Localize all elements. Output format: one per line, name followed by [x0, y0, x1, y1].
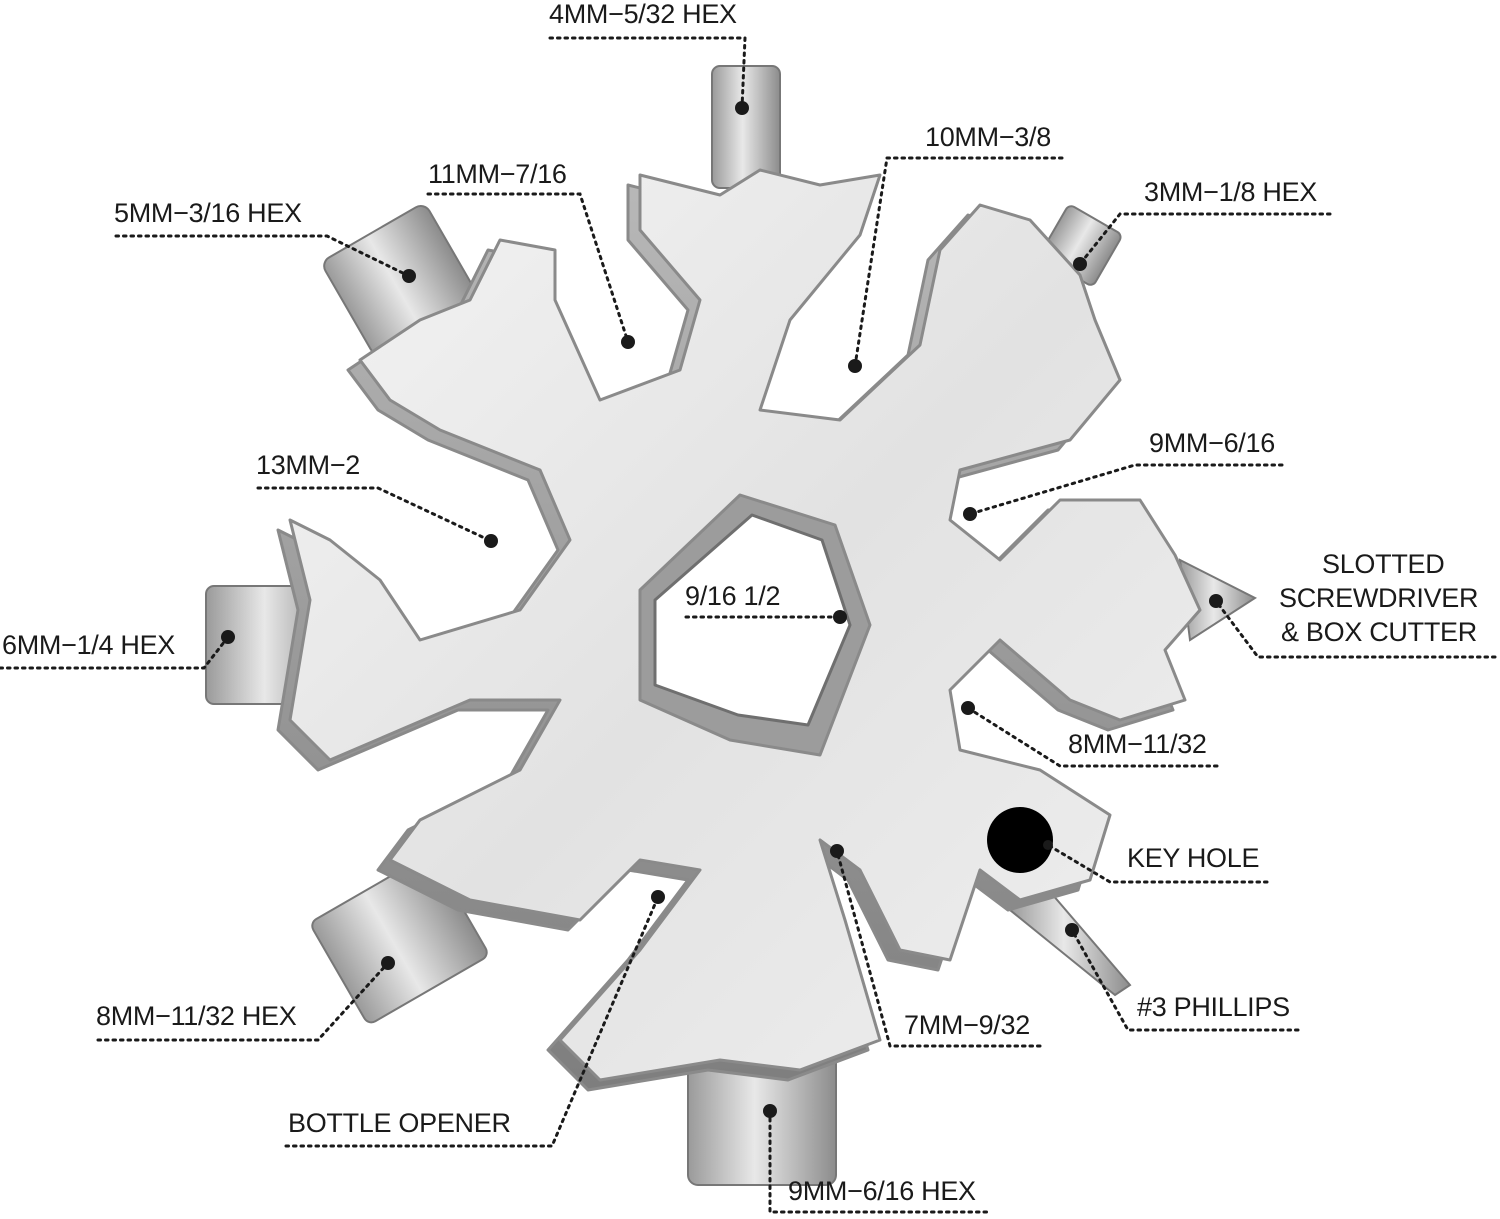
leader-8mm — [966, 706, 1219, 768]
leader-10mm — [853, 156, 1064, 368]
label-3mm-hex: 3MM−1/8 HEX — [1144, 177, 1317, 207]
dot-5mm-hex — [402, 269, 416, 283]
dot-4mm-hex — [735, 101, 749, 115]
leader-8mm-hex — [96, 961, 390, 1042]
dot-6mm-hex — [221, 630, 235, 644]
label-slotted-line1: SLOTTED — [1322, 549, 1444, 579]
label-8mm: 8MM−11/32 — [1068, 729, 1207, 759]
dot-10mm — [848, 359, 862, 373]
label-4mm-hex: 4MM−5/32 HEX — [549, 0, 737, 29]
dot-3mm-hex — [1073, 257, 1087, 271]
label-8mm-hex: 8MM−11/32 HEX — [96, 1001, 297, 1031]
anchor-dots — [221, 101, 1223, 1118]
dot-13mm — [484, 534, 498, 548]
dot-7mm — [830, 844, 844, 858]
bit-4mm-hex — [711, 65, 781, 189]
label-7mm: 7MM−9/32 — [904, 1010, 1030, 1040]
dot-key-hole — [1043, 840, 1053, 850]
leader-5mm-hex — [114, 234, 411, 278]
dot-phillips — [1065, 923, 1079, 937]
dot-9mm — [963, 507, 977, 521]
label-center-hex: 9/16 1/2 — [685, 581, 780, 611]
label-13mm: 13MM−2 — [256, 450, 360, 480]
label-11mm: 11MM−7/16 — [428, 159, 567, 189]
label-slotted-line2: SCREWDRIVER — [1279, 583, 1478, 613]
dot-11mm — [621, 335, 635, 349]
center-hex-hole — [653, 513, 852, 727]
tool-body — [205, 65, 1258, 1186]
dot-9mm-hex — [763, 1104, 777, 1118]
label-phillips: #3 PHILLIPS — [1137, 992, 1290, 1022]
dot-8mm-hex — [381, 956, 395, 970]
leader-9mm-hex — [768, 1109, 992, 1214]
dot-center-hex — [833, 610, 847, 624]
leader-7mm — [835, 849, 1042, 1048]
label-slotted-line3: & BOX CUTTER — [1281, 617, 1477, 647]
label-9mm-hex: 9MM−6/16 HEX — [788, 1176, 976, 1206]
snowflake-plate — [276, 168, 1202, 1092]
leader-3mm-hex — [1078, 212, 1332, 266]
label-9mm: 9MM−6/16 — [1149, 428, 1275, 458]
leader-11mm — [426, 192, 630, 344]
leader-13mm — [256, 486, 493, 543]
label-key-hole: KEY HOLE — [1127, 843, 1259, 873]
leader-9mm — [968, 463, 1284, 516]
label-10mm: 10MM−3/8 — [925, 122, 1051, 152]
dot-bottle-opener — [651, 890, 665, 904]
leader-bottle-opener — [284, 895, 660, 1148]
label-6mm-hex: 6MM−1/4 HEX — [2, 630, 175, 660]
leader-lines — [0, 36, 1497, 1214]
leader-phillips — [1070, 928, 1300, 1032]
leader-slotted — [1214, 599, 1497, 659]
label-5mm-hex: 5MM−3/16 HEX — [114, 198, 302, 228]
dot-8mm — [961, 701, 975, 715]
labels: 4MM−5/32 HEX 10MM−3/8 11MM−7/16 3MM−1/8 … — [2, 0, 1479, 1206]
leader-4mm-hex — [548, 36, 747, 110]
label-bottle-opener: BOTTLE OPENER — [288, 1108, 511, 1138]
leader-6mm-hex — [0, 635, 230, 670]
key-hole — [987, 807, 1053, 873]
dot-slotted — [1209, 594, 1223, 608]
leader-key-hole — [1046, 843, 1269, 884]
